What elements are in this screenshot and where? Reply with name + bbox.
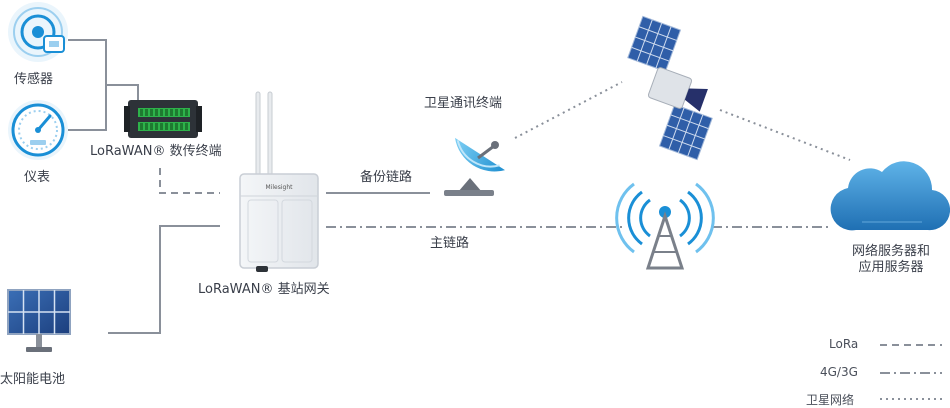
gateway-device-icon xyxy=(239,91,319,272)
cell-tower-icon xyxy=(615,182,715,270)
meter-icon xyxy=(8,100,68,160)
solar-label: 太阳能电池 xyxy=(0,372,66,387)
sensor-label: 传感器 xyxy=(14,72,54,87)
cloud-label-line1: 网络服务器和 xyxy=(851,244,930,259)
solar-power-line xyxy=(108,225,220,334)
dtu-device-icon xyxy=(124,100,202,138)
legend-lora-label: LoRa xyxy=(829,337,859,351)
lora-link-dtu-gateway xyxy=(159,168,220,194)
gateway-label: LoRaWAN® 基站网关 xyxy=(198,282,330,297)
main-link-label: 主链路 xyxy=(430,236,470,251)
dtu-label: LoRaWAN® 数传终端 xyxy=(90,144,222,159)
meter-label: 仪表 xyxy=(24,170,51,185)
sensor-icon xyxy=(8,2,68,62)
satellite-dish-icon xyxy=(444,137,506,196)
satellite-icon xyxy=(627,15,713,161)
satellite-downlink xyxy=(719,109,851,161)
satellite-terminal-label: 卫星通讯终端 xyxy=(424,96,503,111)
dtu-feed xyxy=(106,84,139,100)
satellite-uplink xyxy=(514,81,623,139)
cloud-icon xyxy=(830,161,950,231)
legend-satellite-label: 卫星网络 xyxy=(806,393,855,407)
cloud-label: 网络服务器和 应用服务器 xyxy=(832,244,950,276)
legend-4g-label: 4G/3G xyxy=(820,365,858,379)
solar-panel-icon xyxy=(7,289,71,352)
cloud-label-line2: 应用服务器 xyxy=(858,260,924,275)
backup-link-label: 备份链路 xyxy=(360,170,413,185)
sensor-connector xyxy=(68,39,107,131)
gateway-brand-text: Milesight xyxy=(266,184,294,191)
